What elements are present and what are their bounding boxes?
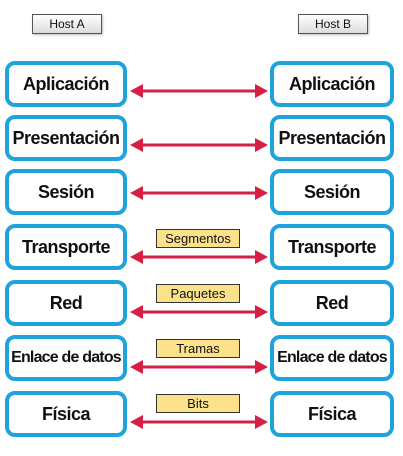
host-b-layer-red: Red [270, 280, 394, 326]
host-a-layer-transporte: Transporte [5, 224, 127, 270]
host-a-layer-enlace-de-datos: Enlace de datos [5, 335, 127, 381]
host-a-layer-presentacion: Presentación [5, 115, 127, 161]
pdu-label-segmentos: Segmentos [156, 229, 240, 248]
double-arrow [130, 415, 268, 429]
double-arrow [130, 360, 268, 374]
host-b-layer-sesion: Sesión [270, 169, 394, 215]
double-arrow [130, 305, 268, 319]
double-arrow [130, 138, 268, 152]
double-arrow [130, 250, 268, 264]
host-b-label: Host B [298, 14, 368, 34]
pdu-label-bits: Bits [156, 394, 240, 413]
double-arrow [130, 84, 268, 98]
host-b-layer-transporte: Transporte [270, 224, 394, 270]
host-b-layer-enlace-de-datos: Enlace de datos [270, 335, 394, 381]
host-b-layer-fisica: Física [270, 391, 394, 437]
pdu-label-tramas: Tramas [156, 339, 240, 358]
pdu-label-paquetes: Paquetes [156, 284, 240, 303]
double-arrow [130, 186, 268, 200]
host-a-layer-red: Red [5, 280, 127, 326]
host-b-layer-presentacion: Presentación [270, 115, 394, 161]
host-a-label: Host A [32, 14, 102, 34]
host-a-layer-sesion: Sesión [5, 169, 127, 215]
host-a-layer-aplicacion: Aplicación [5, 61, 127, 107]
host-b-layer-aplicacion: Aplicación [270, 61, 394, 107]
host-a-layer-fisica: Física [5, 391, 127, 437]
